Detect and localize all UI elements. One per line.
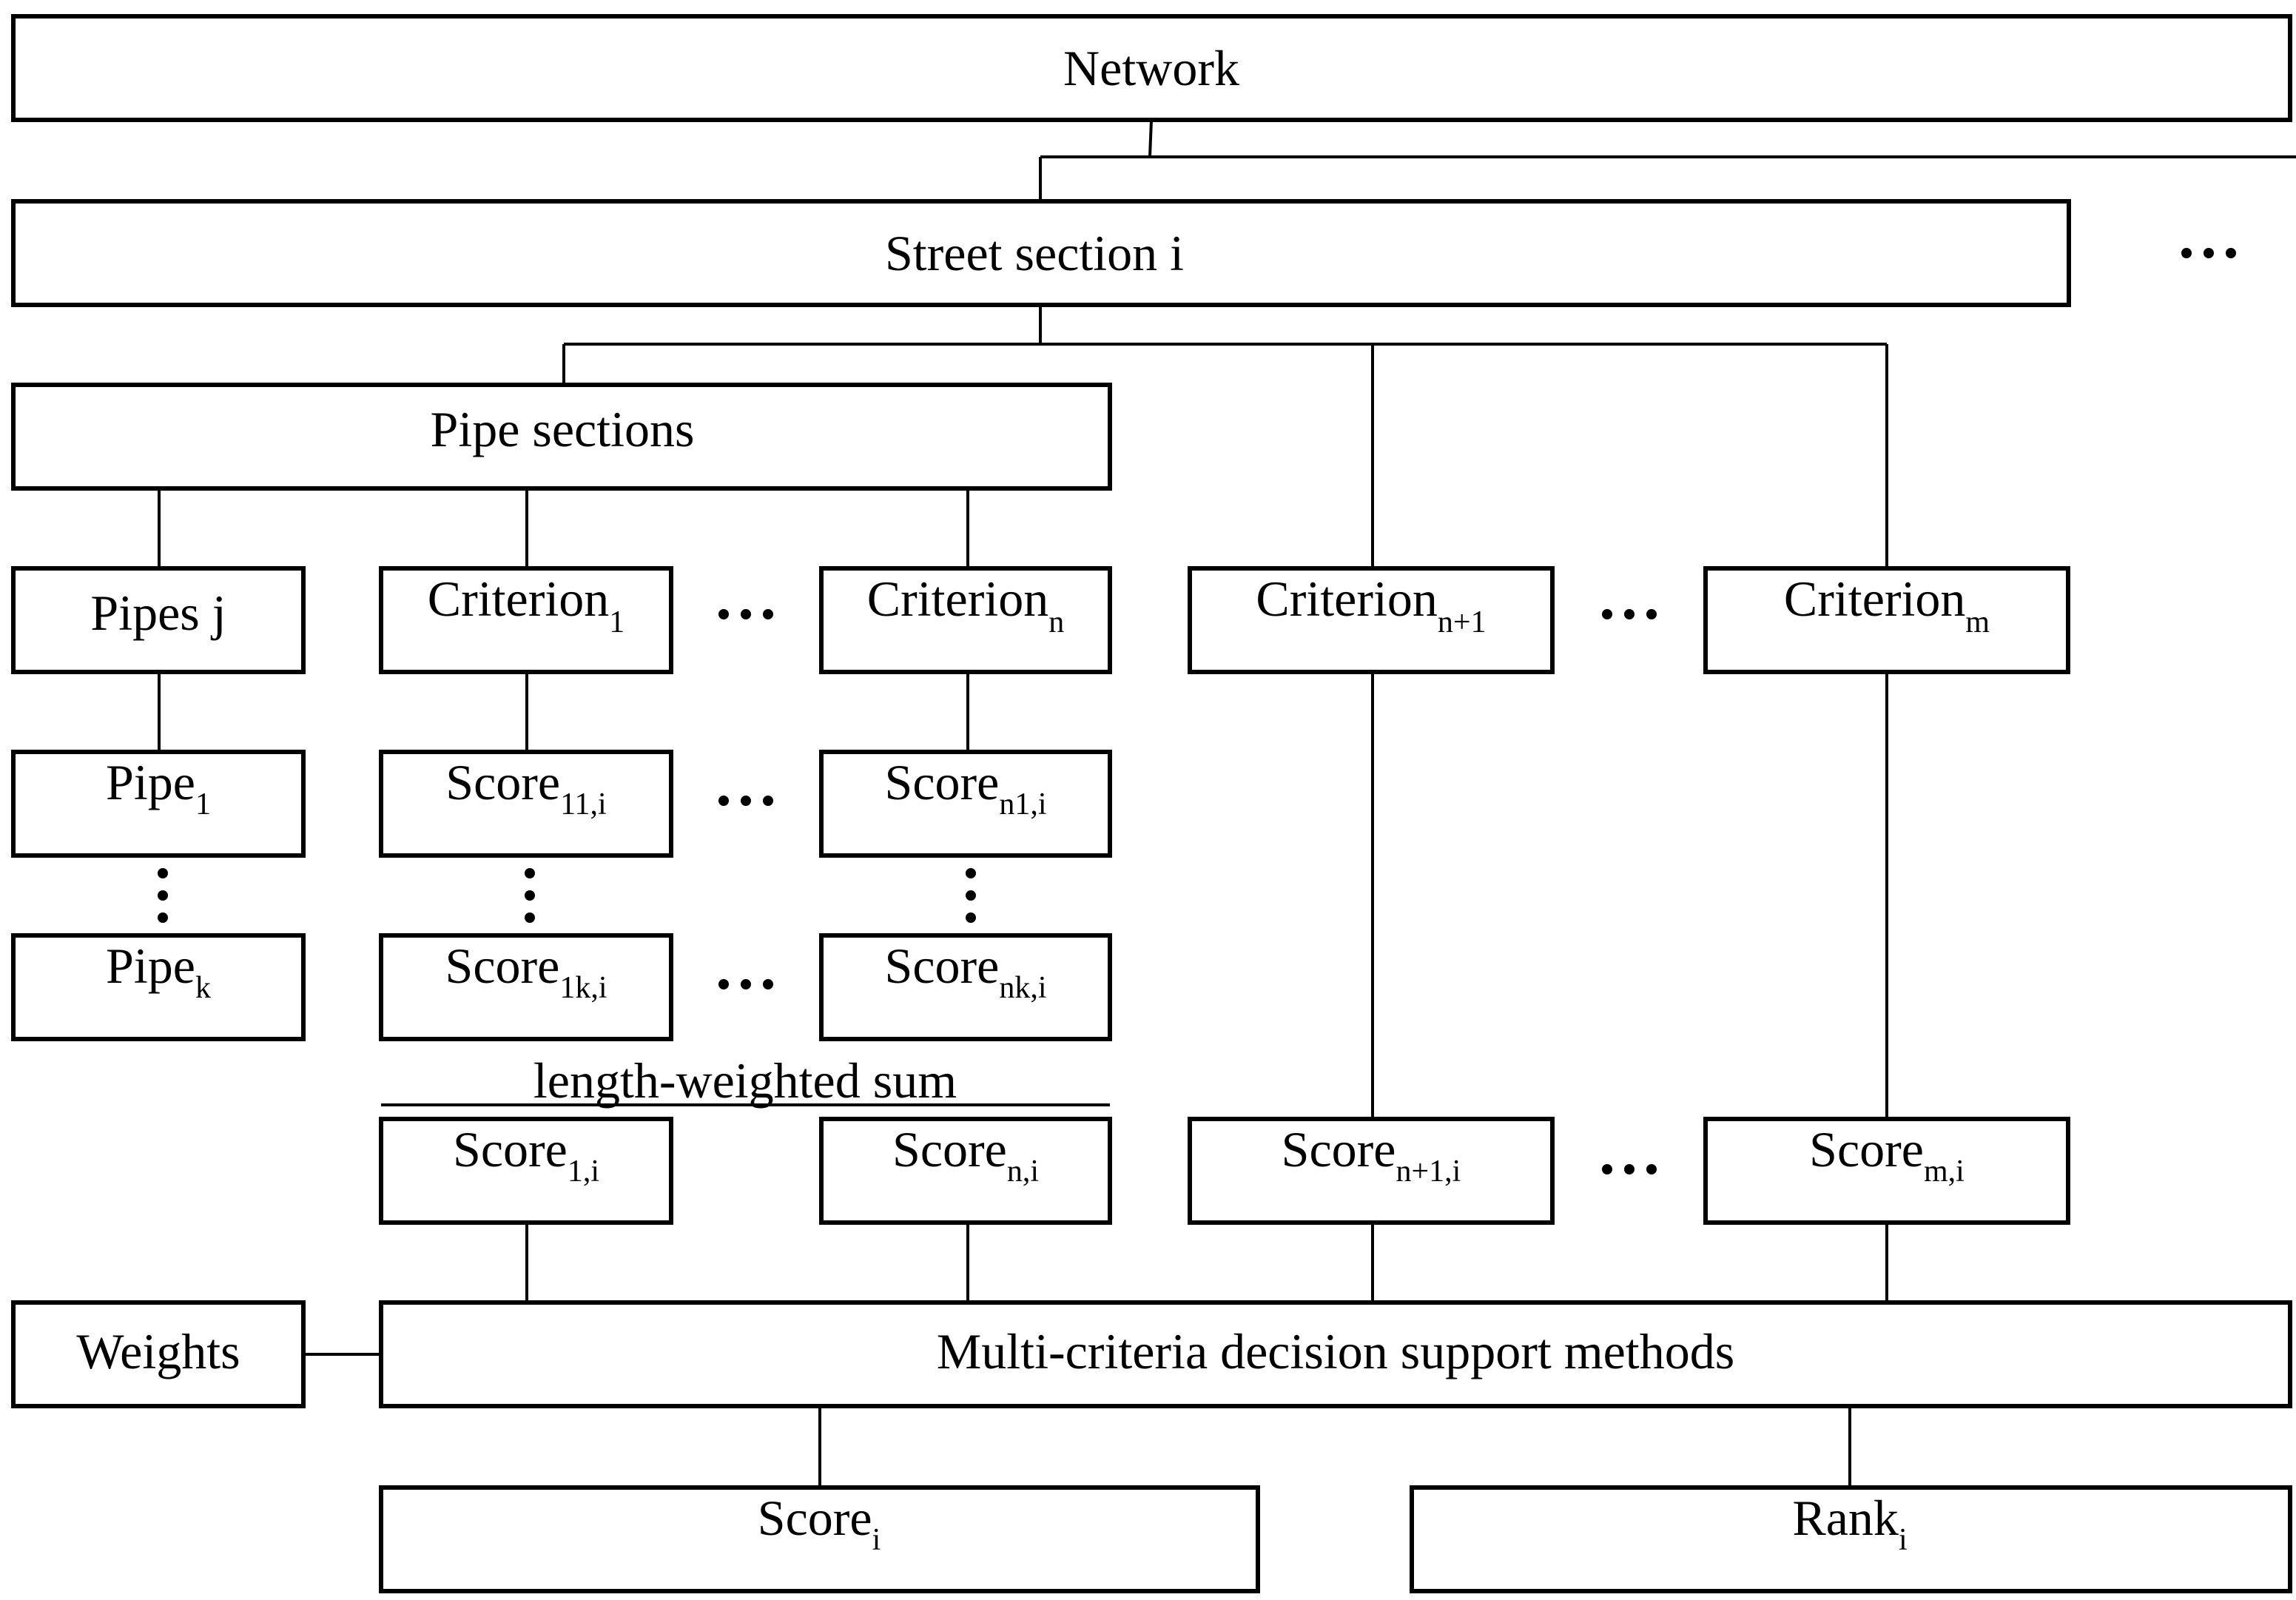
- criterion-m-label: Criterionm: [1784, 571, 1990, 639]
- score-n-i-sub: n,i: [1007, 1154, 1039, 1189]
- weights-label: Weights: [76, 1323, 240, 1379]
- criterion-n-sub: n: [1048, 605, 1064, 639]
- score-n-plus-1-i-base: Score: [1282, 1121, 1396, 1177]
- score-1-i-label: Score1,i: [453, 1121, 599, 1189]
- criterion-m-base: Criterion: [1784, 571, 1966, 627]
- score-n-plus-1-i-label: Scoren+1,i: [1282, 1121, 1461, 1189]
- rank-i-node: Ranki: [1410, 1485, 2292, 1593]
- horizontal-ellipsis-icon: [718, 979, 773, 989]
- score-n1-i-label: Scoren1,i: [885, 754, 1047, 821]
- score-11-i-sub: 11,i: [560, 787, 607, 821]
- score-1-i-sub: 1,i: [568, 1154, 599, 1189]
- pipes-j-label: Pipes j: [90, 585, 226, 641]
- mcdm-node: Multi-criteria decision support methods: [379, 1300, 2292, 1408]
- criterion-1-label: Criterion1: [428, 571, 625, 639]
- score-n-plus-1-i-sub: n+1,i: [1396, 1154, 1461, 1189]
- horizontal-ellipsis-icon: [1602, 1164, 1657, 1174]
- pipe-k-base: Pipe: [106, 938, 195, 994]
- score-i-base: Score: [758, 1490, 872, 1546]
- score-11-i-node: Score11,i: [379, 750, 673, 858]
- pipe-1-label: Pipe1: [106, 754, 211, 821]
- score-n1-i-sub: n1,i: [999, 787, 1046, 821]
- connector: [1148, 119, 1153, 158]
- score-1-i-node: Score1,i: [379, 1117, 673, 1225]
- score-nk-i-sub: nk,i: [999, 971, 1046, 1005]
- score-n1-i-base: Score: [885, 754, 1000, 810]
- pipe-1-node: Pipe1: [11, 750, 306, 858]
- score-i-label: Scorei: [758, 1490, 881, 1557]
- horizontal-ellipsis-icon: [718, 796, 773, 806]
- pipe-k-label: Pipek: [106, 938, 211, 1005]
- score-nk-i-base: Score: [885, 938, 1000, 994]
- pipe-k-sub: k: [195, 971, 211, 1005]
- criterion-m-sub: m: [1965, 605, 1990, 639]
- pipes-j-node: Pipes j: [11, 566, 306, 674]
- score-n-i-node: Scoren,i: [819, 1117, 1112, 1225]
- criterion-n-plus-1-label: Criterionn+1: [1256, 571, 1486, 639]
- criterion-1-base: Criterion: [428, 571, 610, 627]
- criterion-n-plus-1-node: Criterionn+1: [1188, 566, 1555, 674]
- connectors: [158, 119, 2296, 1488]
- score-1-i-base: Score: [453, 1121, 568, 1177]
- score-nk-i-label: Scorenk,i: [885, 938, 1047, 1005]
- network-label: Network: [1063, 40, 1239, 96]
- mcdm-label: Multi-criteria decision support methods: [937, 1323, 1734, 1379]
- score-11-i-label: Score11,i: [445, 754, 606, 821]
- score-m-i-label: Scorem,i: [1809, 1121, 1965, 1189]
- score-nk-i-node: Scorenk,i: [819, 933, 1112, 1041]
- criterion-n-base: Criterion: [867, 571, 1049, 627]
- length-weighted-sum-label: length-weighted sum: [533, 1052, 957, 1109]
- vertical-ellipsis-icon: [525, 868, 535, 923]
- score-n-i-base: Score: [892, 1121, 1007, 1177]
- horizontal-ellipsis-icon: [718, 609, 773, 619]
- criterion-m-node: Criterionm: [1703, 566, 2070, 674]
- rank-i-label: Ranki: [1792, 1490, 1907, 1557]
- criterion-1-node: Criterion1: [379, 566, 673, 674]
- score-1k-i-label: Score1k,i: [445, 938, 607, 1005]
- score-1k-i-base: Score: [445, 938, 560, 994]
- score-1k-i-node: Score1k,i: [379, 933, 673, 1041]
- score-m-i-node: Scorem,i: [1703, 1117, 2070, 1225]
- criterion-n-plus-1-sub: n+1: [1438, 605, 1487, 639]
- criterion-n-label: Criterionn: [867, 571, 1065, 639]
- criterion-1-sub: 1: [609, 605, 625, 639]
- score-m-i-sub: m,i: [1924, 1154, 1965, 1189]
- vertical-ellipsis-icon: [158, 868, 168, 923]
- pipe-1-base: Pipe: [106, 754, 195, 810]
- score-m-i-base: Score: [1809, 1121, 1924, 1177]
- score-n1-i-node: Scoren1,i: [819, 750, 1112, 858]
- criterion-n-node: Criterionn: [819, 566, 1112, 674]
- horizontal-ellipsis-icon: [1602, 609, 1657, 619]
- criterion-n-plus-1-base: Criterion: [1256, 571, 1438, 627]
- pipe-k-node: Pipek: [11, 933, 306, 1041]
- pipe-sections-label: Pipe sections: [431, 401, 695, 457]
- pipe-1-sub: 1: [195, 787, 211, 821]
- rank-i-base: Rank: [1792, 1490, 1899, 1546]
- street-section-node: Street section i: [11, 199, 2071, 307]
- network-node: Network: [11, 14, 2292, 122]
- score-11-i-base: Score: [445, 754, 560, 810]
- score-n-plus-1-i-node: Scoren+1,i: [1188, 1117, 1555, 1225]
- score-i-node: Scorei: [379, 1485, 1260, 1593]
- score-n-i-label: Scoren,i: [892, 1121, 1039, 1189]
- street-section-label: Street section i: [885, 225, 1184, 281]
- rank-i-sub: i: [1899, 1523, 1908, 1557]
- score-i-sub: i: [872, 1523, 881, 1557]
- vertical-ellipsis-icon: [966, 868, 976, 923]
- weights-node: Weights: [11, 1300, 306, 1408]
- pipe-sections-node: Pipe sections: [11, 383, 1112, 491]
- score-1k-i-sub: 1k,i: [559, 971, 607, 1005]
- horizontal-ellipsis-icon: [2181, 248, 2236, 258]
